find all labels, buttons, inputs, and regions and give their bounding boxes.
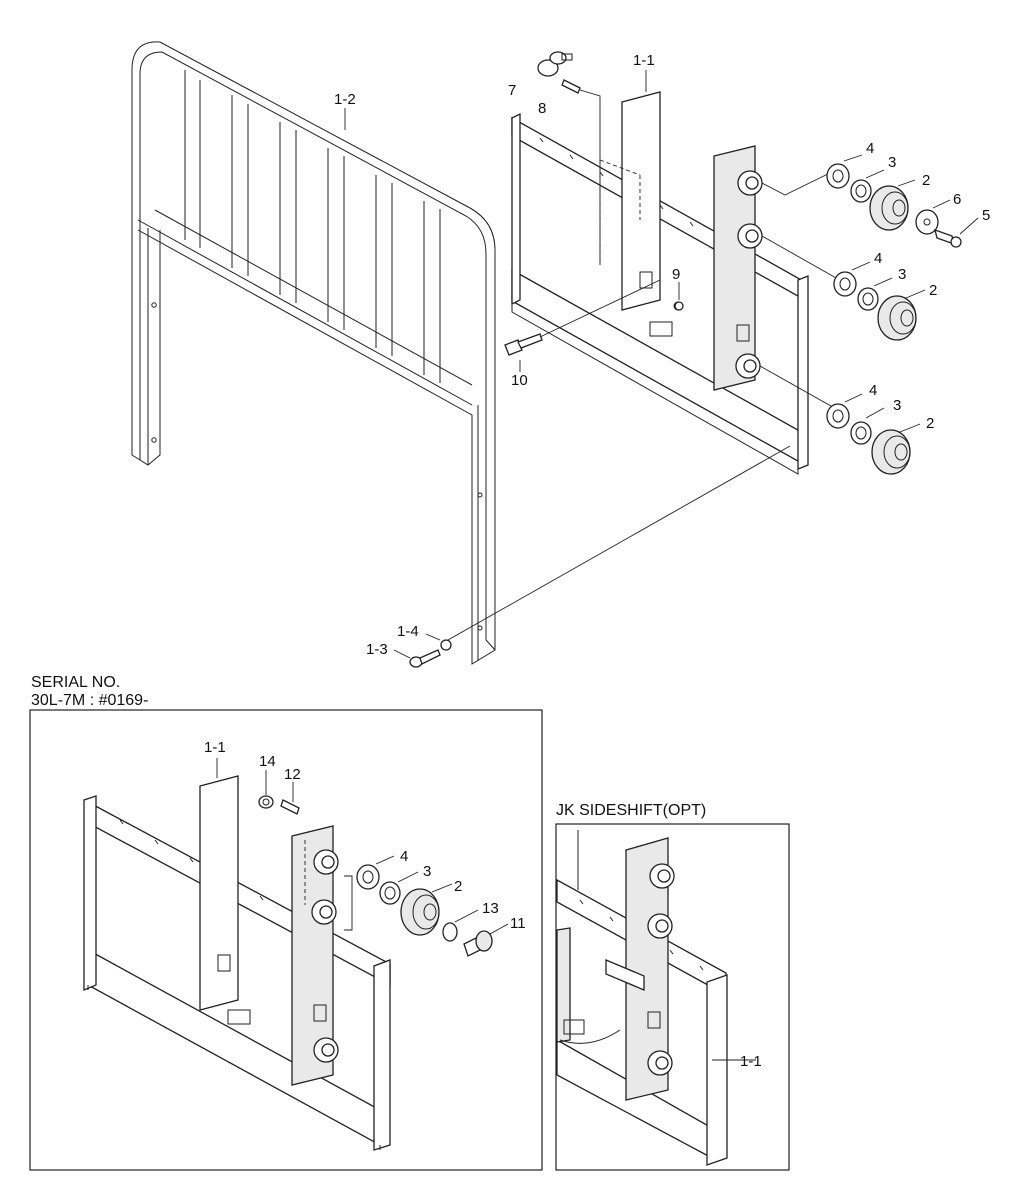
callout-3a: 3 <box>888 154 896 171</box>
inset-callout-12: 12 <box>284 766 301 783</box>
part-2-bearing-c <box>871 429 911 475</box>
inset-part-4-shim <box>356 864 380 890</box>
sideshift-heading: JK SIDESHIFT(OPT) <box>556 802 706 819</box>
inset-part-12-stud <box>280 799 300 815</box>
inset-callout-4: 4 <box>400 848 408 865</box>
part-4-shim <box>826 163 850 189</box>
load-backrest <box>131 41 496 665</box>
roller-group-lower <box>759 365 911 475</box>
callout-carriage: 1-1 <box>633 52 655 69</box>
inset-part-13-cap <box>442 922 458 942</box>
callout-1-4: 1-4 <box>397 623 419 640</box>
serial-inset-box <box>29 709 543 1171</box>
part-3-spacer-b <box>857 287 879 311</box>
main-carriage <box>511 91 809 475</box>
callout-5: 5 <box>982 207 990 224</box>
part-3-spacer <box>850 179 872 203</box>
serial-inset-carriage <box>83 775 391 1151</box>
part-2-bearing-b <box>877 295 917 341</box>
inset-part-14-nut <box>258 795 274 809</box>
part-4-shim-b <box>833 271 857 297</box>
sideshift-callout-carriage: 1-1 <box>740 1053 762 1070</box>
part-8-stud <box>561 79 581 94</box>
part-1-3-screw <box>409 649 441 668</box>
callout-8: 8 <box>538 100 546 117</box>
callout-3b: 3 <box>898 266 906 283</box>
inset-part-11-plug <box>463 930 493 957</box>
roller-group-upper <box>761 163 962 248</box>
serial-heading: SERIAL NO. <box>31 674 120 691</box>
part-4-shim-c <box>826 403 850 429</box>
callout-1-3: 1-3 <box>366 641 388 658</box>
inset-callout-11: 11 <box>510 915 526 932</box>
sideshift-carriage <box>556 830 728 1166</box>
callout-4a: 4 <box>866 140 874 157</box>
inset-part-2-bearing <box>400 888 440 936</box>
inset-callout-3: 3 <box>423 863 431 880</box>
part-6-washer <box>915 209 939 235</box>
callout-4b: 4 <box>874 250 882 267</box>
inset-callout-13: 13 <box>482 900 499 917</box>
callout-7: 7 <box>508 82 516 99</box>
callout-3c: 3 <box>893 397 901 414</box>
part-9-nut <box>674 301 684 311</box>
sideshift-inset-box <box>555 823 790 1171</box>
part-7-bolt-head <box>537 51 573 77</box>
callout-6: 6 <box>953 191 961 208</box>
inset-part-3-spacer <box>379 881 401 905</box>
part-10-bolt <box>504 333 543 356</box>
inset-callout-carriage: 1-1 <box>204 739 226 756</box>
part-1-4-washer <box>440 639 452 651</box>
part-2-bearing <box>869 185 909 231</box>
callout-2a: 2 <box>922 172 930 189</box>
inset-callout-14: 14 <box>259 753 276 770</box>
callout-2c: 2 <box>926 415 934 432</box>
inset-callout-2: 2 <box>454 878 462 895</box>
callout-backrest: 1-2 <box>334 91 356 108</box>
callout-10: 10 <box>511 372 528 389</box>
callout-2b: 2 <box>929 282 937 299</box>
roller-group-middle <box>761 235 917 341</box>
serial-value: 30L-7M : #0169- <box>31 692 148 709</box>
callout-9: 9 <box>672 266 680 283</box>
callout-4c: 4 <box>869 382 877 399</box>
part-3-spacer-c <box>850 421 872 445</box>
